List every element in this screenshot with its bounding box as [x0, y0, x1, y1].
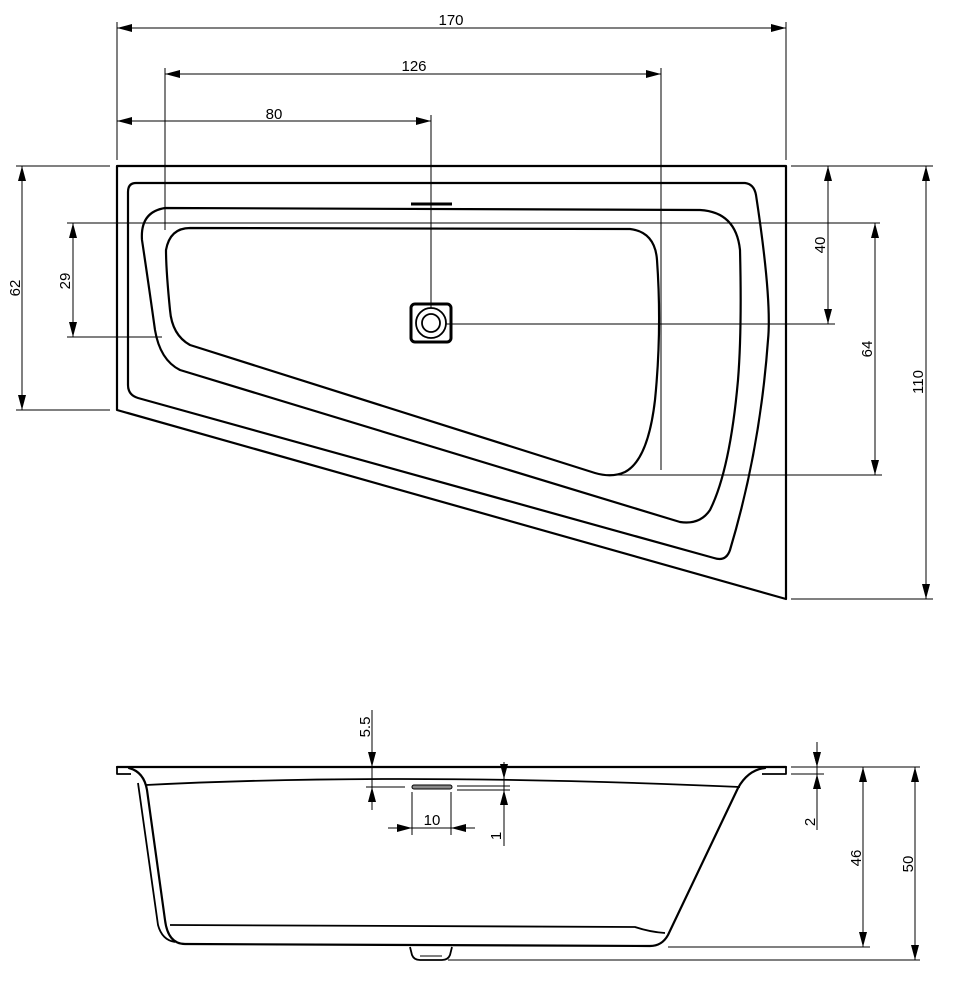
dim-label-overall-height: 50 [900, 856, 917, 873]
dim-label-overflow-offset: 1 [488, 832, 505, 840]
dim-1: 1 [457, 762, 510, 846]
dim-label-overall-length: 170 [438, 12, 463, 29]
dim-label-inner-left-height: 29 [57, 273, 74, 290]
dim-10: 10 [388, 792, 475, 835]
inner-left-wall [137, 782, 176, 943]
dim-80: 80 [117, 106, 432, 308]
tub-basin-edge [140, 206, 742, 524]
dim-170: 170 [116, 12, 787, 160]
dim-64: 64 [615, 223, 882, 476]
dim-40: 40 [446, 165, 835, 325]
dim-label-overflow-slot-length: 10 [424, 812, 441, 829]
inner-floor-line [169, 924, 666, 934]
dim-2: 2 [791, 742, 824, 830]
dim-126: 126 [164, 58, 662, 470]
dim-62: 62 [7, 165, 110, 411]
overflow-slot-side [411, 784, 453, 790]
top-view: 170 126 80 62 [7, 12, 933, 601]
dim-label-inner-length: 126 [401, 58, 426, 75]
tub-basin-floor [164, 226, 661, 477]
dim-label-overall-width: 110 [910, 370, 927, 394]
dim-label-drain-from-left: 80 [266, 106, 283, 123]
dim-110: 110 [791, 165, 933, 600]
dim-5-5: 5.5 [357, 710, 405, 810]
dim-29: 29 [57, 222, 880, 338]
dim-label-rim-thickness: 2 [802, 818, 819, 826]
drain-outlet [409, 946, 453, 961]
dim-label-left-side-height: 62 [7, 280, 24, 297]
dim-label-overflow-from-rim: 5.5 [357, 717, 374, 738]
left-rim-lip [116, 767, 131, 775]
right-rim-lip [762, 767, 787, 775]
dim-label-inner-right-height: 64 [859, 341, 876, 358]
tub-side-shell [127, 766, 767, 948]
side-view: 5.5 10 1 2 [115, 710, 920, 961]
dim-50: 50 [448, 767, 920, 961]
dim-46: 46 [668, 766, 920, 948]
dim-label-inner-depth: 46 [848, 850, 865, 867]
tub-rim-inner [126, 181, 770, 561]
drain-icon [409, 302, 453, 344]
dim-label-drain-from-top: 40 [812, 237, 829, 254]
inner-top-line [145, 778, 741, 788]
tub-outer-outline [115, 164, 788, 601]
